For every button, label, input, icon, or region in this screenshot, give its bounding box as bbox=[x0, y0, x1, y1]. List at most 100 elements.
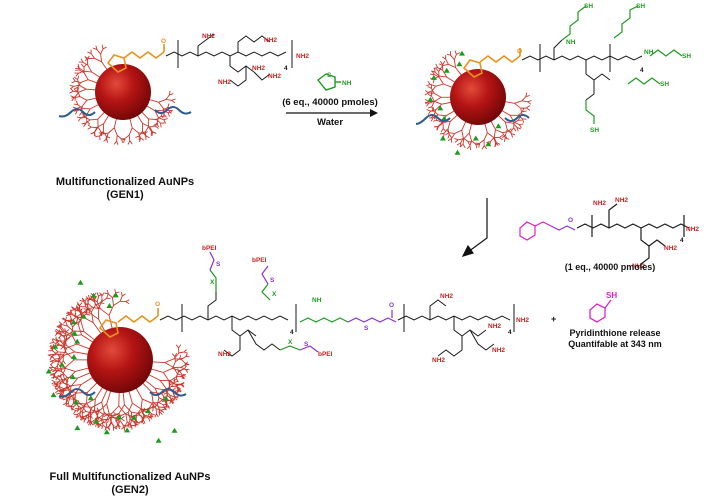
dendron-bond bbox=[183, 365, 187, 370]
label-s-3: S bbox=[304, 341, 309, 348]
dendron-bond bbox=[526, 107, 531, 111]
thiol-cone-marker bbox=[112, 292, 119, 298]
dendron-bond bbox=[86, 419, 90, 424]
dendron-bond bbox=[72, 77, 76, 82]
dendron-bond bbox=[175, 344, 179, 349]
dendron-bond bbox=[462, 138, 465, 145]
dendron-bond bbox=[75, 414, 79, 419]
dendron-bond bbox=[431, 96, 435, 102]
dendron-bond bbox=[56, 358, 60, 363]
dendron-bond bbox=[66, 394, 71, 399]
dendron-bond bbox=[54, 388, 59, 391]
dendron-bond bbox=[77, 414, 81, 418]
dendron-bond bbox=[81, 334, 95, 344]
dendron-bond bbox=[88, 421, 91, 426]
dendron-bond bbox=[61, 340, 66, 345]
dendron-bond bbox=[435, 63, 439, 68]
dendron-bond bbox=[438, 77, 444, 85]
dendron-bond bbox=[56, 360, 60, 367]
dendron-bond bbox=[52, 383, 57, 386]
dendron-bond bbox=[96, 49, 101, 55]
dendron-bond bbox=[56, 365, 59, 371]
dendron-bond bbox=[438, 75, 447, 78]
dendron-bond bbox=[525, 95, 530, 98]
dendron-bond bbox=[81, 122, 86, 125]
dendron-bond bbox=[169, 93, 174, 96]
dendron-bond bbox=[87, 51, 92, 55]
dendron-bond bbox=[73, 89, 78, 92]
dendron-bond bbox=[62, 386, 68, 391]
dendron-bond bbox=[49, 356, 53, 361]
dendron-bond bbox=[126, 423, 131, 427]
dendron-bond bbox=[55, 382, 59, 387]
dendron-bond bbox=[106, 135, 111, 139]
dendron-bond bbox=[128, 389, 133, 404]
dendron-bond bbox=[55, 386, 60, 390]
dendron-bond bbox=[526, 105, 530, 109]
dendron-bond bbox=[493, 129, 496, 138]
reagent-s-label: S bbox=[327, 72, 332, 79]
dendron-bond bbox=[158, 101, 164, 109]
dendron-bond bbox=[113, 140, 117, 145]
dendron-bond bbox=[169, 394, 175, 398]
dendron-bond bbox=[163, 403, 168, 406]
dendron-bond bbox=[94, 126, 99, 133]
dendron-bond bbox=[148, 417, 151, 422]
disulfide-bridges bbox=[209, 251, 397, 353]
dendron-bond bbox=[50, 359, 56, 362]
dendron-bond bbox=[59, 366, 63, 372]
dendron-bond bbox=[119, 420, 124, 426]
dendron-bond bbox=[81, 297, 84, 302]
dendron-bond bbox=[512, 122, 518, 128]
dendron-bond bbox=[167, 111, 173, 114]
dendron-bond bbox=[95, 409, 100, 412]
dendron-bond bbox=[162, 395, 165, 400]
dendron-bond bbox=[67, 405, 72, 407]
dendron-bond bbox=[79, 84, 87, 90]
dendron-bond bbox=[463, 132, 470, 140]
dendron-bond bbox=[517, 116, 521, 121]
dendron-bond bbox=[52, 338, 57, 341]
dendron-bond bbox=[178, 344, 182, 349]
thiol-cone-marker bbox=[52, 343, 59, 349]
dendron-bond bbox=[427, 106, 432, 109]
dendron-bond bbox=[71, 97, 75, 102]
dendron-bond bbox=[83, 331, 96, 342]
label-nh2-g6: NH2 bbox=[492, 347, 505, 354]
dendron-bond bbox=[57, 367, 66, 372]
thiol-cone-marker bbox=[162, 395, 169, 401]
dendron-bond bbox=[114, 425, 119, 428]
dendron-bond bbox=[453, 59, 457, 68]
thiol-cone-marker bbox=[427, 96, 434, 102]
dendron-bond bbox=[180, 364, 186, 368]
dendron-bond bbox=[108, 305, 114, 316]
dendron-bond bbox=[62, 398, 68, 401]
linker-gen1 bbox=[106, 44, 165, 73]
dendron-bond bbox=[432, 79, 435, 84]
dendron-bond bbox=[101, 402, 105, 413]
dendron-bond bbox=[442, 56, 446, 60]
dendron-bond bbox=[55, 376, 61, 381]
dendron-bond bbox=[469, 140, 472, 147]
dendron-bond bbox=[516, 127, 519, 132]
dendron-bond bbox=[61, 390, 64, 395]
dendron-bond bbox=[122, 424, 125, 429]
dendron-bond bbox=[66, 330, 74, 336]
dendron-bond bbox=[156, 413, 159, 418]
dendron-bond bbox=[175, 371, 179, 377]
label-nh2-3: NH2 bbox=[252, 65, 265, 72]
dendron-bond bbox=[65, 398, 68, 403]
dendron-bond bbox=[163, 113, 167, 118]
dendron-bond bbox=[58, 381, 62, 388]
dendron-bond bbox=[52, 350, 58, 355]
dendron-bond bbox=[143, 379, 156, 389]
dendron-bond bbox=[148, 118, 157, 120]
dendron-bond bbox=[80, 376, 95, 385]
dendron-bond bbox=[175, 384, 179, 390]
dendron-bond bbox=[57, 324, 62, 327]
dendron-bond bbox=[62, 360, 66, 365]
label-s-2: S bbox=[270, 277, 275, 284]
dendron-bond bbox=[87, 124, 92, 128]
dendron-bond bbox=[106, 414, 113, 417]
dendron-bond bbox=[140, 399, 143, 410]
